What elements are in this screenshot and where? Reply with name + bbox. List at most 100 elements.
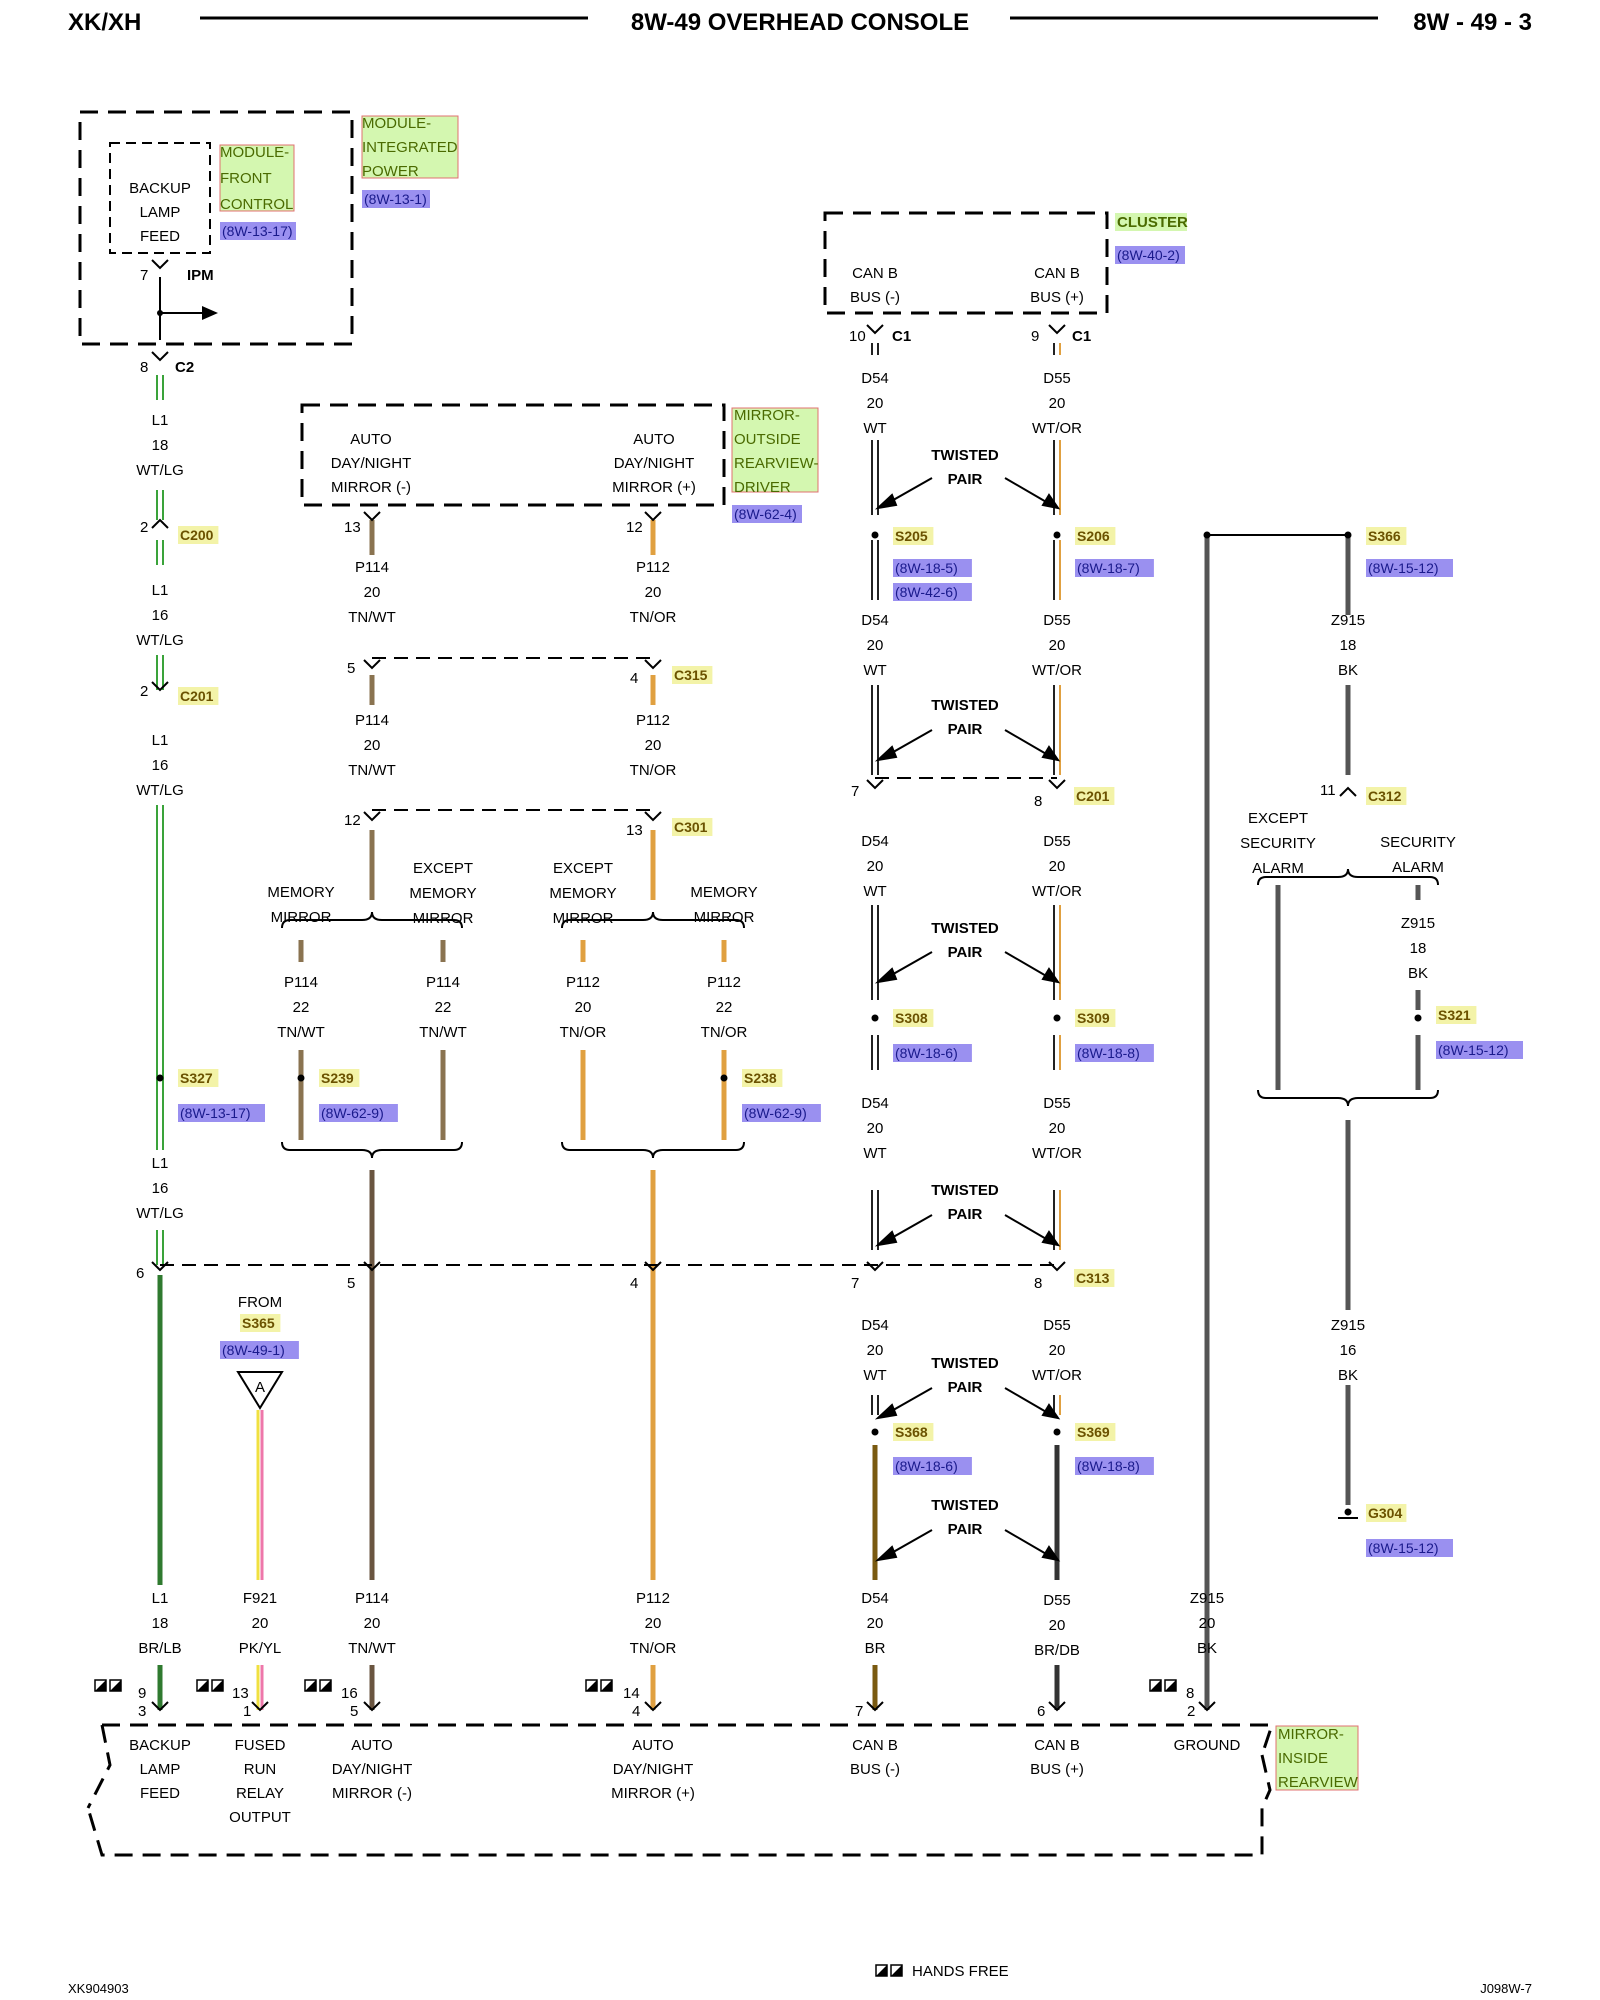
pin-c313-5: 5 bbox=[347, 1275, 355, 1292]
im-pin6-symbol bbox=[1048, 1701, 1066, 1712]
s327-tag-bg bbox=[178, 1069, 219, 1087]
s327-ref: (8W-13-17) bbox=[180, 1105, 251, 1121]
c315-p112-symbol bbox=[644, 659, 662, 670]
s365-tag-bg bbox=[240, 1314, 281, 1332]
im-pin1-symbol bbox=[251, 1701, 269, 1712]
c315-tag: C315 bbox=[674, 667, 708, 683]
im-pin7-symbol bbox=[866, 1701, 884, 1712]
im-pin4-symbol bbox=[644, 1701, 662, 1712]
c315-p114-symbol bbox=[363, 659, 381, 670]
c201-l1-symbol bbox=[151, 681, 169, 692]
s321-ref-bg bbox=[1436, 1041, 1523, 1059]
outside-mirror-ref: (8W-62-4) bbox=[734, 506, 797, 522]
s238-tag: S238 bbox=[744, 1070, 777, 1086]
s239-tag-bg bbox=[319, 1069, 360, 1087]
p114-join-brace bbox=[281, 1141, 463, 1159]
footer-right: J098W-7 bbox=[1480, 1981, 1532, 1996]
cluster-tag-bg bbox=[1115, 213, 1187, 231]
pin-im-13: 13 bbox=[232, 1685, 249, 1702]
c201-d54-symbol bbox=[866, 779, 884, 790]
ipm-arrow-icon bbox=[202, 306, 218, 320]
c200-symbol bbox=[151, 518, 169, 529]
s309-ref: (8W-18-8) bbox=[1077, 1045, 1140, 1061]
pin-im-6: 6 bbox=[1037, 1703, 1045, 1720]
cluster-module-name: CLUSTER bbox=[1117, 214, 1188, 231]
s206-tag: S206 bbox=[1077, 528, 1110, 544]
s327-tag: S327 bbox=[180, 1070, 213, 1086]
s308-tag-bg bbox=[893, 1009, 934, 1027]
splice-dot bbox=[1344, 531, 1352, 539]
ipm-ref-bg bbox=[362, 190, 430, 208]
c201-d55-symbol bbox=[1048, 779, 1066, 790]
pin-c200-2: 2 bbox=[140, 519, 148, 536]
s366-ref-bg bbox=[1366, 559, 1453, 577]
c1-right-label: C1 bbox=[1072, 328, 1091, 345]
s368-ref: (8W-18-6) bbox=[895, 1458, 958, 1474]
c1-d54-symbol bbox=[866, 324, 884, 335]
s205-ref-1-bg bbox=[893, 559, 972, 577]
c301-p112-symbol bbox=[644, 811, 662, 822]
c201-right-tag: C201 bbox=[1076, 788, 1110, 804]
pin-c2-8: 8 bbox=[140, 359, 148, 376]
c312-tag-bg bbox=[1366, 787, 1407, 805]
hands-free-legend: HANDS FREE bbox=[912, 1963, 1009, 1980]
z915-join-brace bbox=[1257, 1089, 1439, 1107]
s369-tag-bg bbox=[1075, 1423, 1116, 1441]
im-pin2-symbol bbox=[1198, 1701, 1216, 1712]
header-right: 8W - 49 - 3 bbox=[1413, 9, 1532, 36]
pin-im-8: 8 bbox=[1186, 1685, 1194, 1702]
cluster-ref: (8W-40-2) bbox=[1117, 247, 1180, 263]
s309-tag: S309 bbox=[1077, 1010, 1110, 1026]
pin-im-1: 1 bbox=[243, 1703, 251, 1720]
wire-l1 bbox=[156, 375, 164, 1710]
hands-free-icon bbox=[875, 1964, 903, 1977]
pin-im-14: 14 bbox=[623, 1685, 640, 1702]
s238-ref: (8W-62-9) bbox=[744, 1105, 807, 1121]
front-control-tag-bg bbox=[219, 144, 295, 212]
s369-tag: S369 bbox=[1077, 1424, 1110, 1440]
s369-ref-bg bbox=[1075, 1457, 1154, 1475]
s238-tag-bg bbox=[742, 1069, 783, 1087]
s309-tag-bg bbox=[1075, 1009, 1116, 1027]
splice-dot bbox=[871, 1014, 879, 1022]
z915-split-brace bbox=[1257, 868, 1439, 886]
pin-c312-11: 11 bbox=[1320, 782, 1336, 799]
c201-right-tag-bg bbox=[1074, 787, 1115, 805]
c301-tag: C301 bbox=[674, 819, 708, 835]
s205-ref-1: (8W-18-5) bbox=[895, 560, 958, 576]
pin-c201-8: 8 bbox=[1034, 793, 1042, 810]
pin-c313-8: 8 bbox=[1034, 1275, 1042, 1292]
g304-ref-bg bbox=[1366, 1539, 1453, 1557]
pin-im-7: 7 bbox=[855, 1703, 863, 1720]
ipm-tag-bg bbox=[361, 115, 459, 179]
s366-tag: S366 bbox=[1368, 528, 1401, 544]
ipm-ref: (8W-13-1) bbox=[364, 191, 427, 207]
s308-ref-bg bbox=[893, 1044, 972, 1062]
hands-free-mark-fill-icon bbox=[305, 1680, 316, 1691]
c301-tag-bg bbox=[672, 818, 713, 836]
